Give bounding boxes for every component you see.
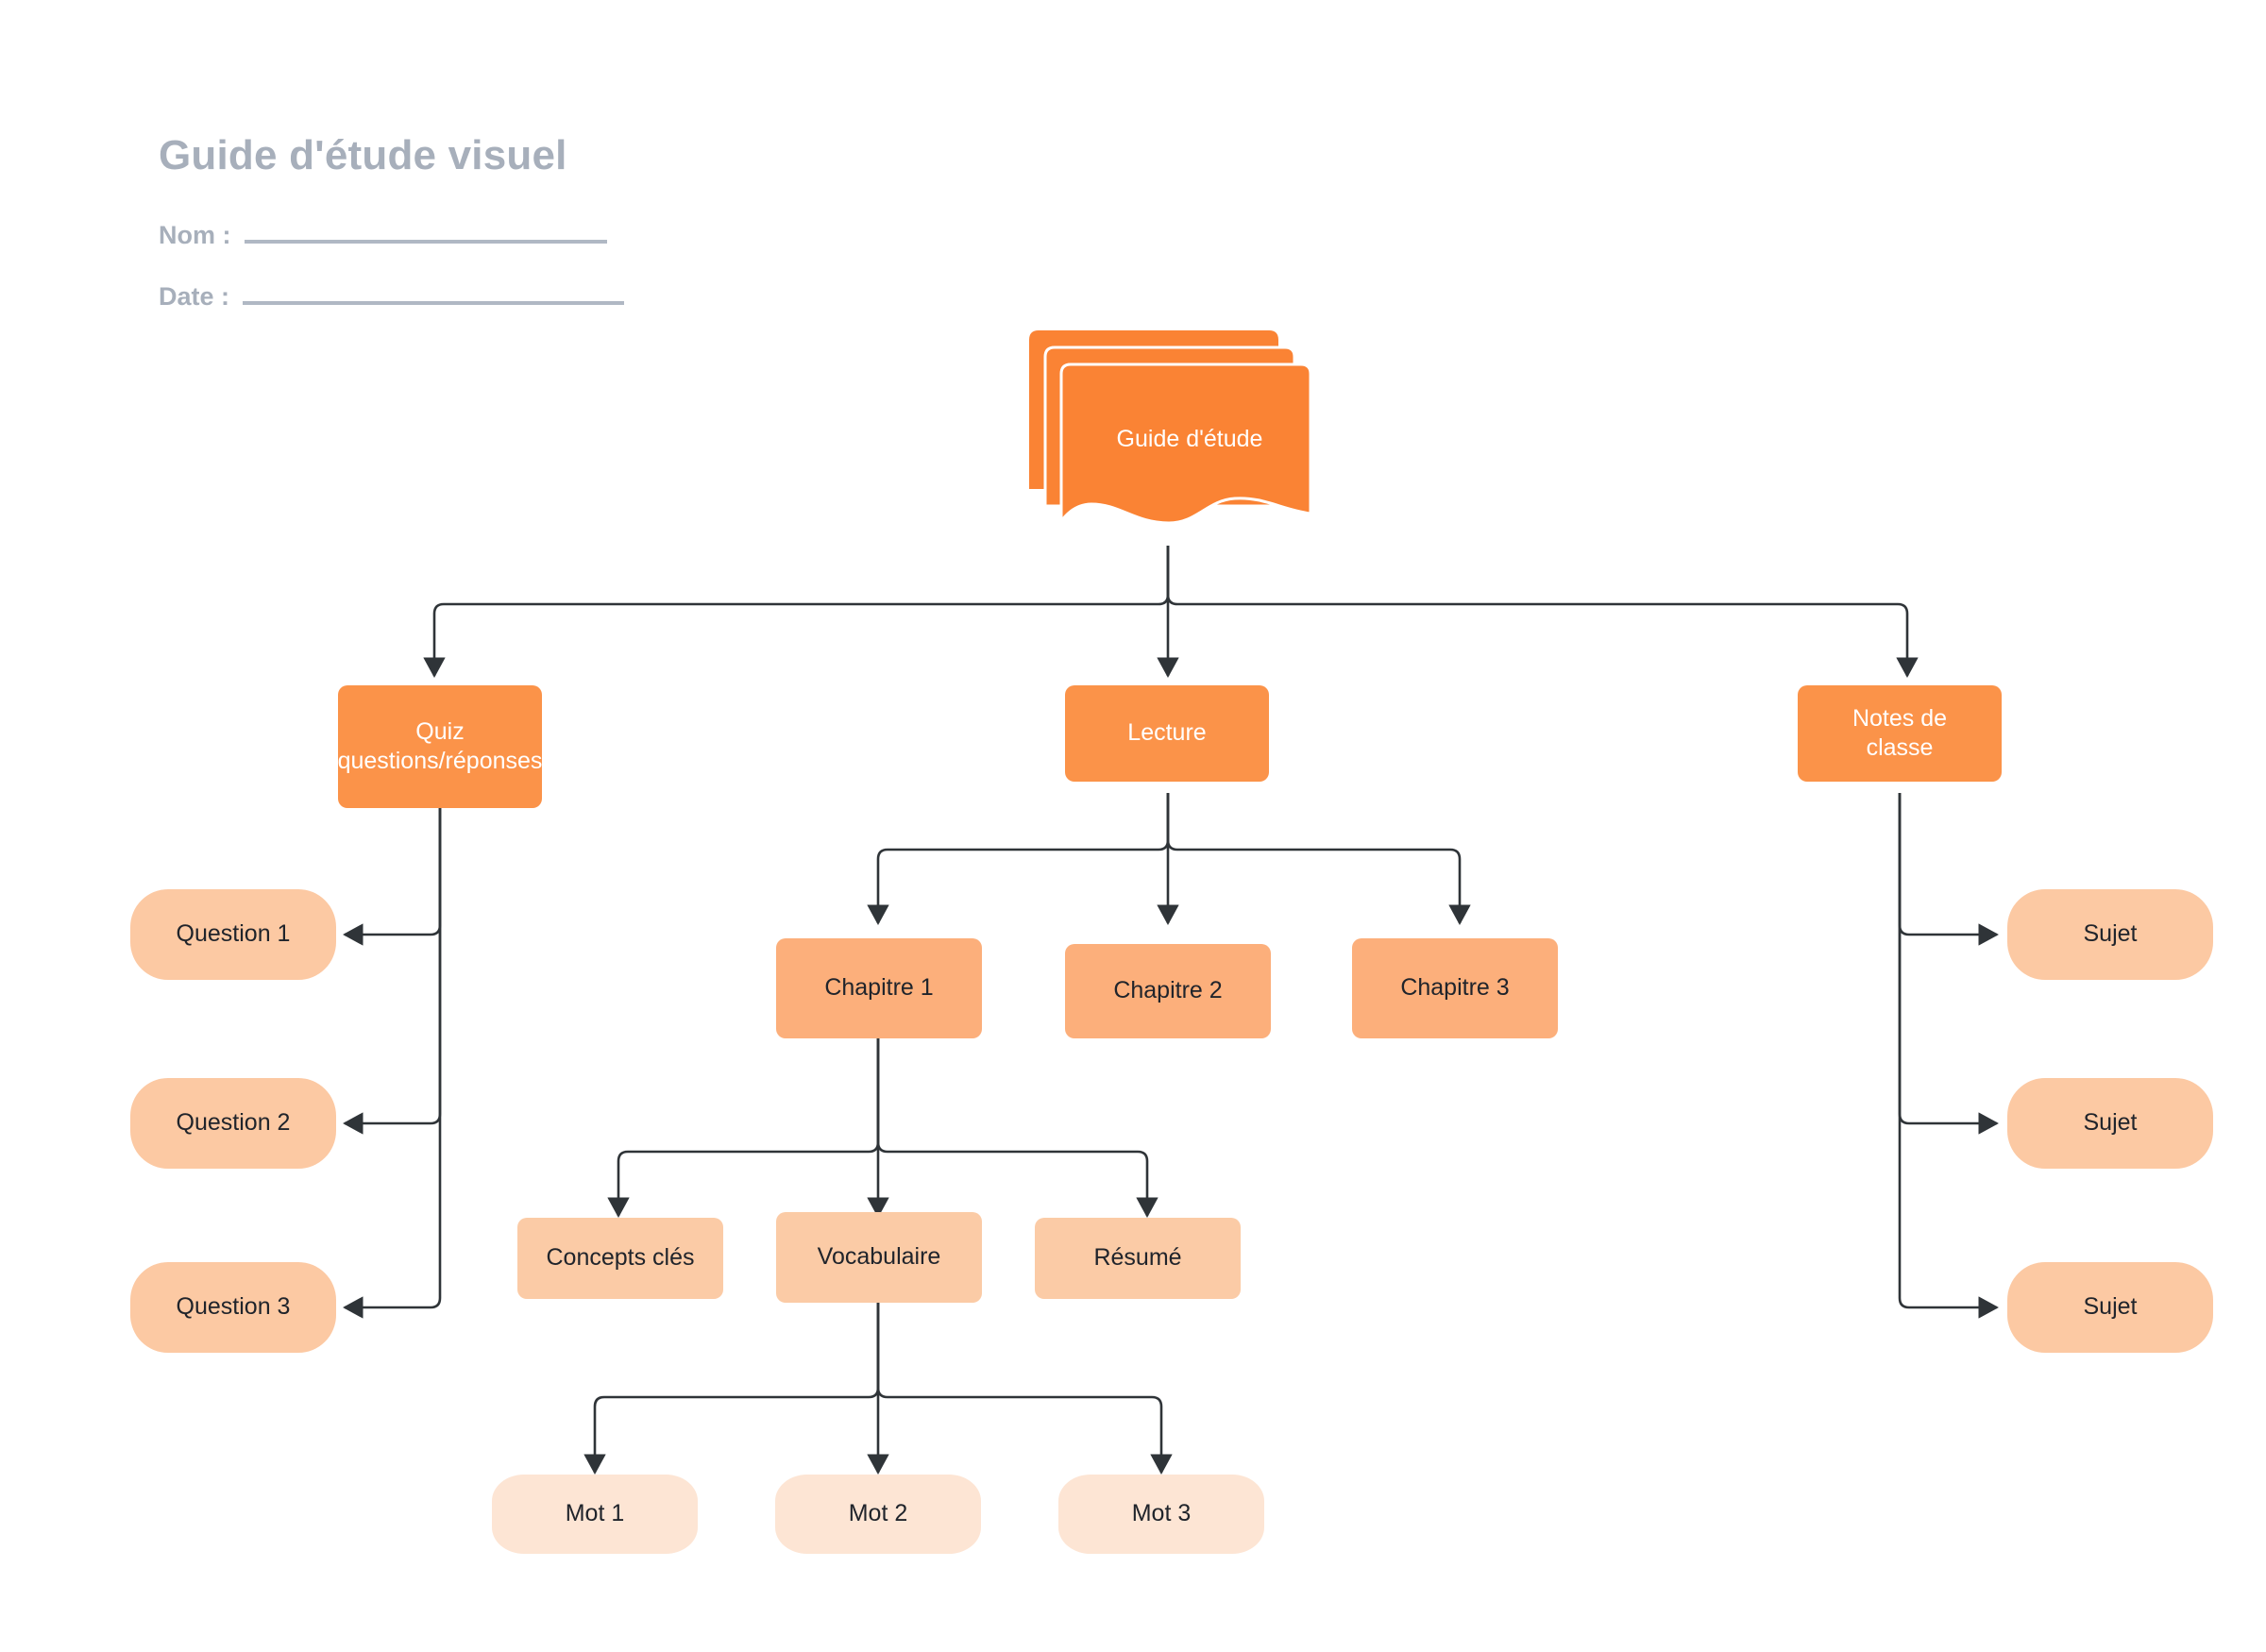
node-quiz-label: Quiz questions/réponses	[337, 717, 543, 774]
page-title: Guide d'étude visuel	[159, 132, 567, 178]
node-mot-2-label: Mot 2	[848, 1500, 908, 1527]
node-root-label: Guide d'étude	[1116, 425, 1263, 452]
node-resume[interactable]: Résumé	[1035, 1218, 1241, 1299]
date-field-label: Date :	[159, 282, 230, 311]
node-vocabulaire[interactable]: Vocabulaire	[776, 1212, 982, 1303]
node-sujet-2-label: Sujet	[2083, 1109, 2138, 1137]
node-chapitre-1-label: Chapitre 1	[824, 974, 934, 1002]
edge-vocabulaire-to-mot3	[876, 1303, 1173, 1475]
node-chapitre-3[interactable]: Chapitre 3	[1352, 938, 1558, 1038]
node-mot-2[interactable]: Mot 2	[775, 1475, 981, 1554]
node-quiz[interactable]: Quiz questions/réponses	[338, 685, 542, 808]
node-chapitre-2[interactable]: Chapitre 2	[1065, 944, 1271, 1038]
node-question-1-label: Question 1	[176, 920, 291, 948]
node-vocabulaire-label: Vocabulaire	[817, 1243, 941, 1271]
node-concepts-cles-label: Concepts clés	[546, 1244, 695, 1272]
node-chapitre-3-label: Chapitre 3	[1400, 974, 1510, 1002]
edge-lecture-to-chapitre1	[867, 793, 1170, 925]
date-field-blank[interactable]	[243, 301, 625, 305]
node-mot-1[interactable]: Mot 1	[492, 1475, 698, 1554]
node-chapitre-2-label: Chapitre 2	[1113, 977, 1223, 1004]
name-field-blank[interactable]	[244, 240, 607, 244]
node-notes-de-classe-label: Notes de classe	[1852, 704, 1948, 761]
node-sujet-3[interactable]: Sujet	[2007, 1262, 2213, 1353]
node-question-3[interactable]: Question 3	[130, 1262, 336, 1353]
worksheet-header: Guide d'étude visuel Nom : Date :	[159, 132, 876, 344]
node-sujet-2[interactable]: Sujet	[2007, 1078, 2213, 1169]
edge-root-to-notes	[1166, 546, 1919, 678]
node-question-2-label: Question 2	[176, 1109, 291, 1137]
node-root-guide-etude[interactable]: Guide d'étude	[1022, 329, 1314, 546]
edge-quiz-to-question2	[343, 808, 442, 1135]
node-question-1[interactable]: Question 1	[130, 889, 336, 980]
edge-notes-to-sujet2	[1898, 793, 1999, 1135]
node-lecture[interactable]: Lecture	[1065, 685, 1269, 782]
edge-chapitre1-to-concepts	[607, 1038, 880, 1218]
name-field-row: Nom :	[159, 221, 876, 250]
node-question-3-label: Question 3	[176, 1293, 291, 1321]
edge-root-to-quiz	[423, 546, 1170, 678]
node-mot-3-label: Mot 3	[1131, 1500, 1192, 1527]
node-notes-de-classe[interactable]: Notes de classe	[1798, 685, 2002, 782]
node-sujet-1-label: Sujet	[2083, 920, 2138, 948]
node-resume-label: Résumé	[1093, 1244, 1182, 1272]
edge-vocabulaire-to-mot1	[583, 1303, 880, 1475]
edge-notes-to-sujet1	[1898, 793, 1999, 946]
edge-lecture-to-chapitre3	[1166, 793, 1471, 925]
node-sujet-1[interactable]: Sujet	[2007, 889, 2213, 980]
name-field-label: Nom :	[159, 221, 231, 249]
node-mot-1-label: Mot 1	[565, 1500, 625, 1527]
node-mot-3[interactable]: Mot 3	[1058, 1475, 1264, 1554]
date-field-row: Date :	[159, 282, 876, 312]
multi-document-shape-icon	[1029, 330, 1312, 526]
edge-quiz-to-question3	[343, 808, 442, 1319]
edge-notes-to-sujet3	[1898, 793, 1999, 1319]
node-concepts-cles[interactable]: Concepts clés	[517, 1218, 723, 1299]
edge-quiz-to-question1	[343, 808, 442, 946]
node-sujet-3-label: Sujet	[2083, 1293, 2138, 1321]
node-question-2[interactable]: Question 2	[130, 1078, 336, 1169]
edge-chapitre1-to-resume	[876, 1038, 1158, 1218]
node-lecture-label: Lecture	[1127, 719, 1207, 747]
node-chapitre-1[interactable]: Chapitre 1	[776, 938, 982, 1038]
